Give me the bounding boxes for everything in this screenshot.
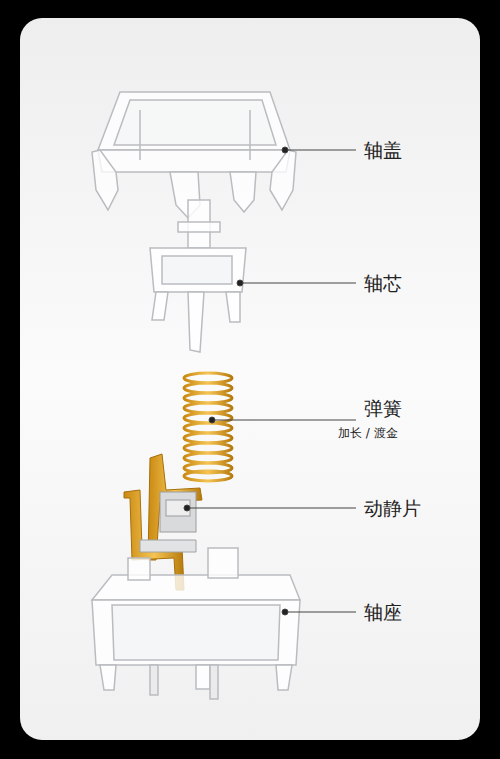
switch-bottom-housing [92,548,300,699]
part-label: 轴盖 [364,139,402,162]
part-label: 弹簧 [364,397,402,420]
part-label: 轴座 [364,601,402,624]
leader-lines [184,147,356,615]
part-label: 动静片 [364,497,421,520]
switch-top-housing [92,92,296,218]
part-note: 加长 / 渡金 [338,426,398,440]
part-label: 轴芯 [364,272,402,295]
spring [184,373,232,481]
contact-leaves [124,454,202,590]
switch-stem [150,200,246,352]
panel [20,18,480,740]
